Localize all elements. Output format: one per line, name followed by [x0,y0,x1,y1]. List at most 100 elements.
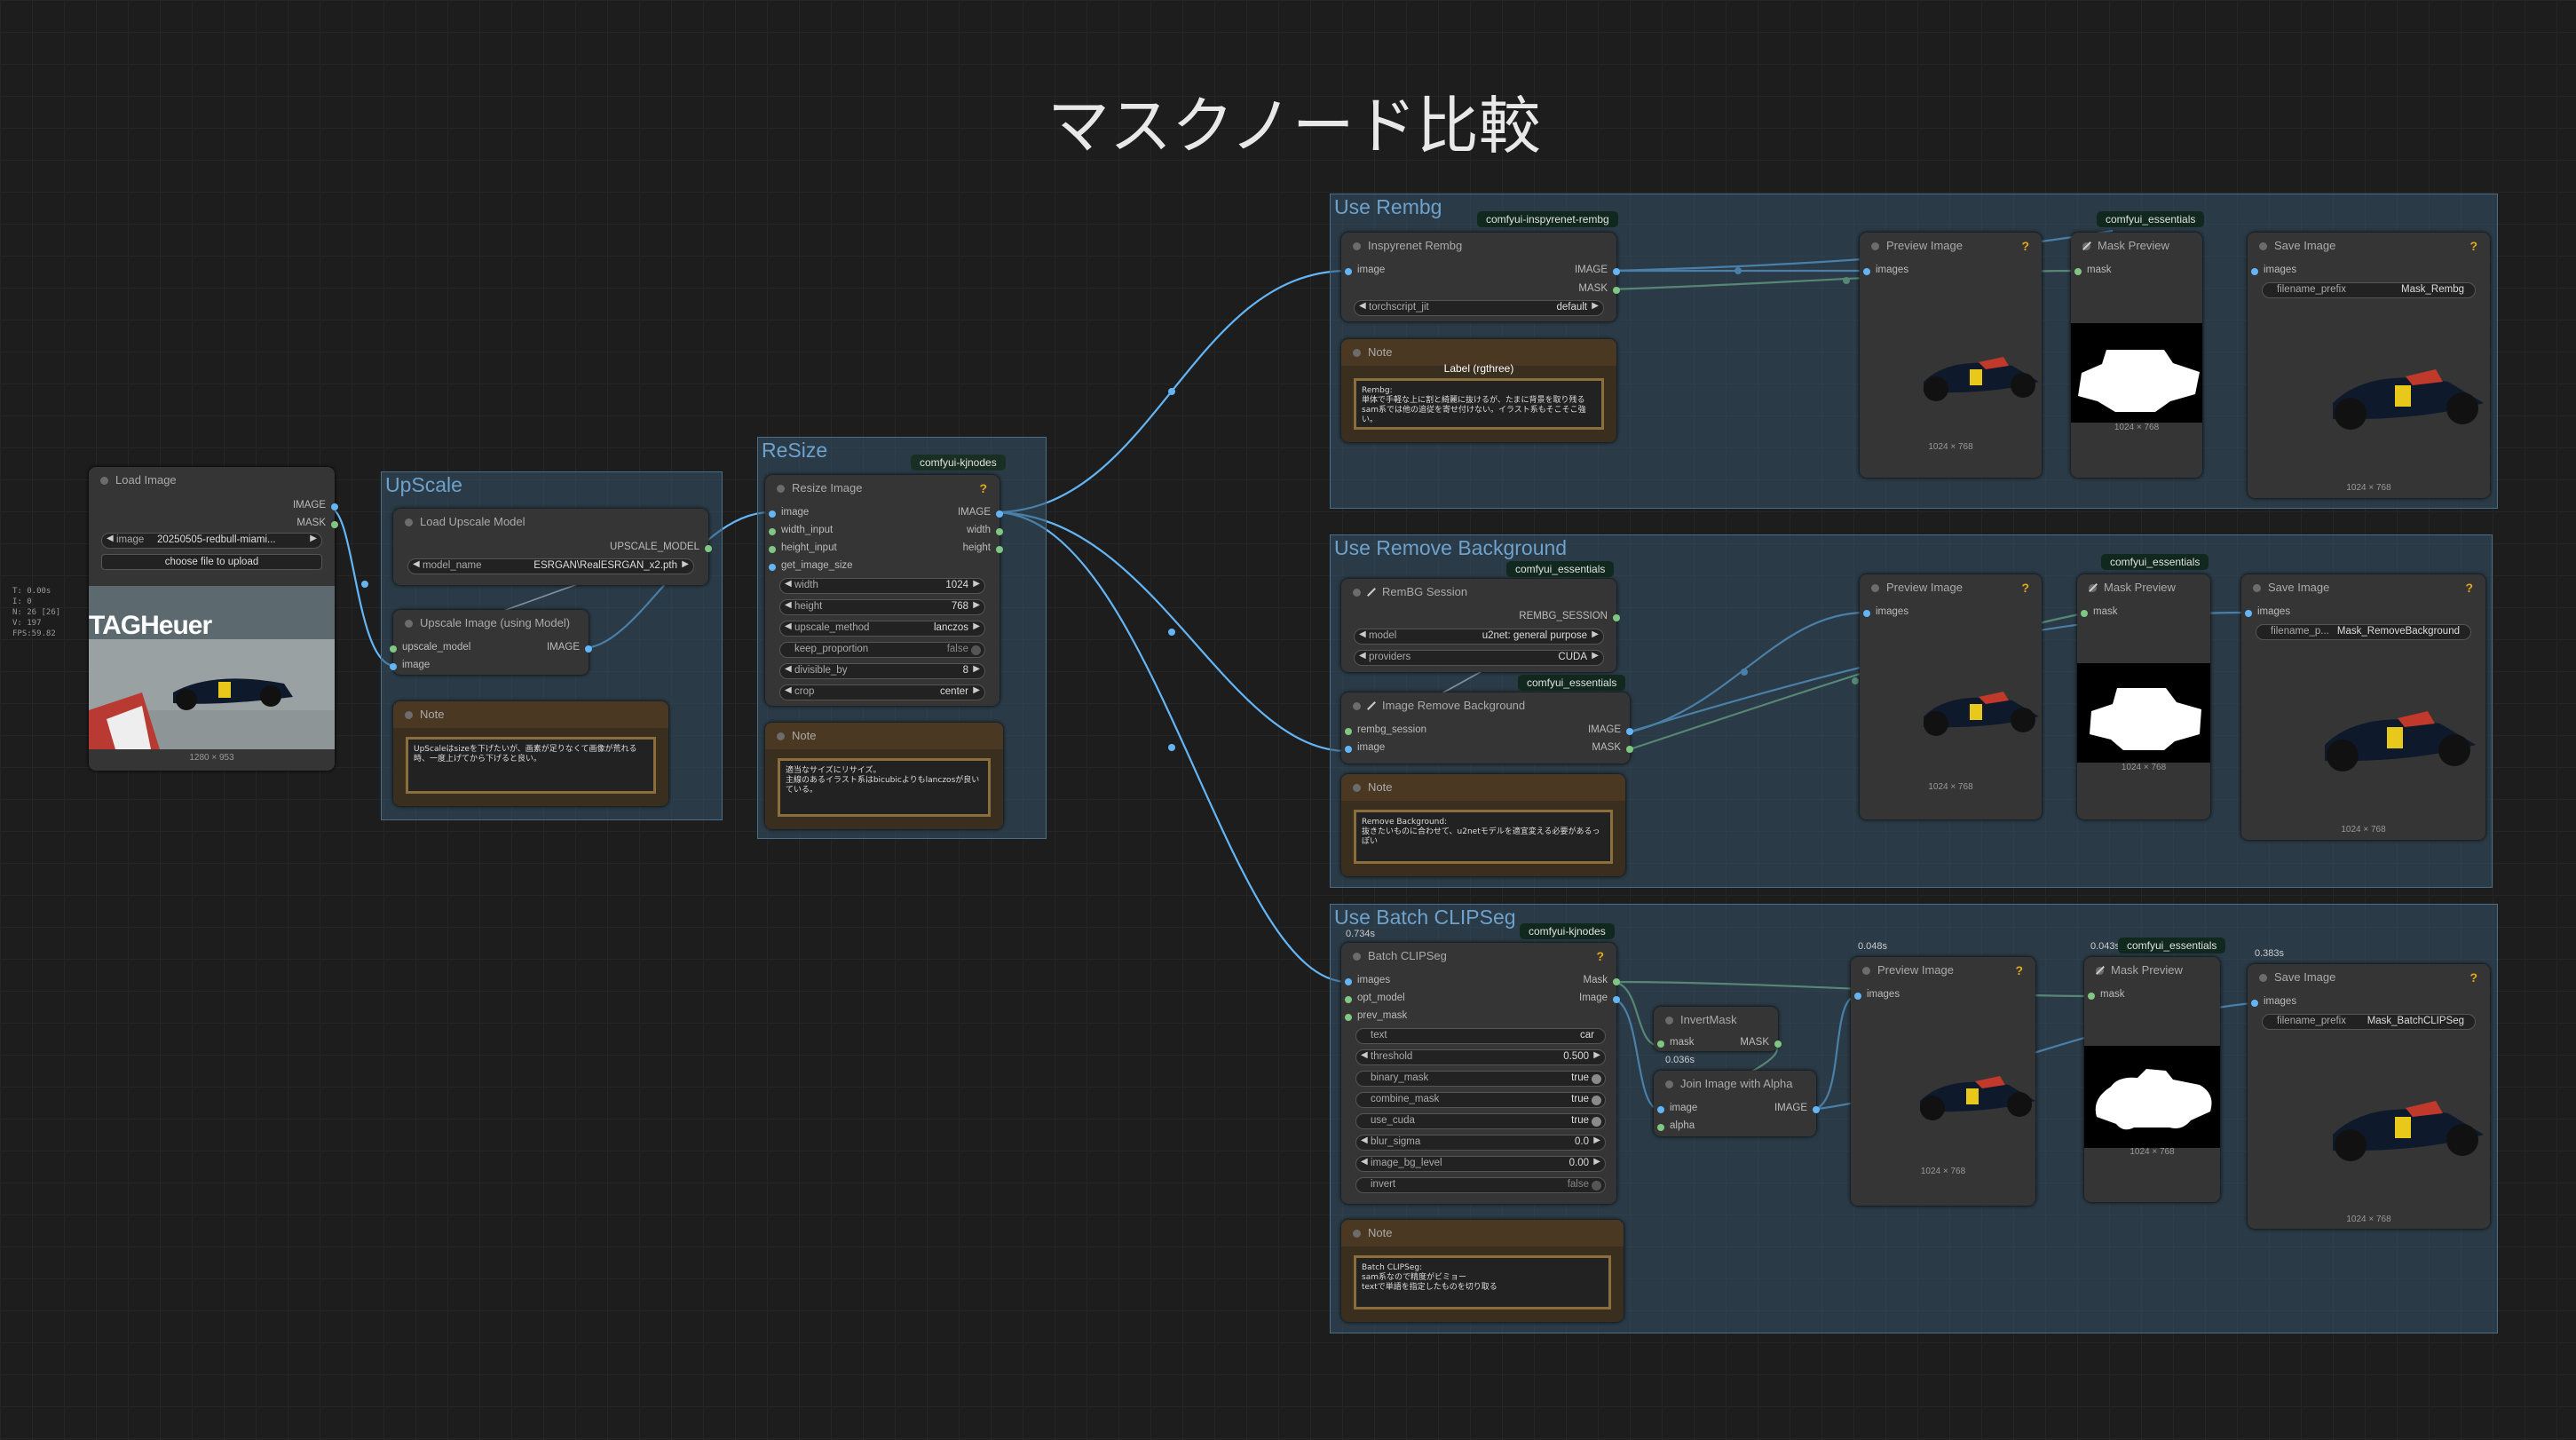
group-title[interactable]: Use Batch CLIPSeg [1334,906,1516,929]
upload-button[interactable]: choose file to upload [101,554,322,570]
node-title[interactable]: Join Image with Alpha [1654,1071,1816,1097]
input-mask[interactable]: mask [2081,606,2117,617]
input-image[interactable]: image [769,507,809,518]
node-title[interactable]: InvertMask [1654,1007,1778,1033]
input-opt-model[interactable]: opt_model [1345,993,1405,1003]
help-icon[interactable]: ? [2021,581,2029,595]
model-name-combo[interactable]: ◀ model_name ESRGAN\RealESRGAN_x2.pth ▶ [407,558,694,574]
output-mask[interactable]: Mask [1584,975,1621,985]
node-inspyrenet-rembg[interactable]: Inspyrenet Rembg image IMAGE MASK ◀torch… [1341,233,1621,321]
node-resize-image[interactable]: Resize Image ? image width_input height_… [765,475,1004,706]
help-icon[interactable]: ? [2469,239,2477,253]
input-upscale-model[interactable]: upscale_model [390,642,470,653]
toggle-knob-icon[interactable] [1592,1117,1601,1127]
note-textarea[interactable]: 適当なサイズにリサイズ。 主線のあるイラスト系はbicubicよりもlanczo… [778,758,991,817]
input-images[interactable]: images [1345,975,1390,985]
input-height[interactable]: height_input [769,542,837,553]
output-image[interactable]: IMAGE [547,642,593,653]
node-mask-preview-rembg[interactable]: Mask Preview mask 1024 × 768 [2071,233,2202,478]
help-icon[interactable]: ? [979,481,987,495]
node-title[interactable]: Inspyrenet Rembg [1341,233,1616,259]
node-preview-removebg[interactable]: Preview Image ? images 1024 × 768 [1860,574,2042,819]
output-mask[interactable]: MASK [1740,1037,1782,1048]
output-image[interactable]: IMAGE [293,500,339,510]
arrow-right-icon[interactable]: ▶ [1592,629,1599,639]
arrow-right-icon[interactable]: ▶ [1592,301,1599,311]
node-title[interactable]: Save Image [2248,233,2490,259]
input-image[interactable]: image [1345,265,1385,275]
node-mask-preview-removebg[interactable]: Mask Preview mask 1024 × 768 [2077,574,2210,819]
input-get-image-size[interactable]: get_image_size [769,560,853,571]
arrow-right-icon[interactable]: ▶ [1593,1050,1600,1060]
arrow-left-icon[interactable]: ◀ [785,579,792,589]
node-upscale-image[interactable]: Upscale Image (using Model) upscale_mode… [390,610,593,675]
output-image[interactable]: Image [1579,993,1620,1003]
input-images[interactable]: images [2251,996,2296,1007]
group-title[interactable]: Use Remove Background [1334,536,1568,559]
toggle-knob-icon[interactable] [1592,1096,1601,1105]
node-title[interactable]: Note [393,701,668,728]
node-title[interactable]: Mask Preview [2077,574,2210,601]
node-title[interactable]: Note [1341,1220,1624,1246]
node-title[interactable]: Image Remove Background [1341,692,1630,719]
input-alpha[interactable]: alpha [1657,1120,1695,1131]
output-rembg-session[interactable]: REMBG_SESSION [1519,611,1620,621]
node-note-rembg[interactable]: Note Label (rgthree) Rembg: 単体で手軽な上に割と綺麗… [1341,339,1616,442]
input-mask[interactable]: mask [1657,1037,1694,1048]
arrow-right-icon[interactable]: ▶ [1593,1157,1600,1167]
group-title[interactable]: Use Rembg [1334,195,1442,218]
node-mask-preview-clipseg[interactable]: Mask Preview mask 1024 × 768 [2084,957,2220,1202]
output-image[interactable]: IMAGE [1774,1103,1821,1113]
arrow-left-icon[interactable]: ◀ [1359,651,1366,661]
node-load-upscale-model[interactable]: Load Upscale Model UPSCALE_MODEL ◀ model… [393,509,712,585]
node-title[interactable]: Load Image [89,467,335,494]
arrow-right-icon[interactable]: ▶ [1592,651,1599,661]
input-prev-mask[interactable]: prev_mask [1345,1010,1407,1021]
output-height[interactable]: height [963,542,1004,553]
node-batch-clipseg[interactable]: Batch CLIPSeg ? images opt_model prev_ma… [1341,943,1621,1204]
node-save-removebg[interactable]: Save Image ? images filename_p...Mask_Re… [2241,574,2485,840]
group-title[interactable]: UpScale [385,473,462,496]
node-title[interactable]: Mask Preview [2071,233,2202,259]
output-upscale-model[interactable]: UPSCALE_MODEL [610,542,712,552]
arrow-right-icon[interactable]: ▶ [973,600,980,610]
image-combo[interactable]: ◀ image 20250505-redbull-miami... ▶ [101,533,322,549]
arrow-right-icon[interactable]: ▶ [310,534,317,543]
output-image[interactable]: IMAGE [958,507,1004,518]
arrow-left-icon[interactable]: ◀ [1359,629,1366,639]
toggle-knob-icon[interactable] [1592,1074,1601,1084]
arrow-right-icon[interactable]: ▶ [682,559,689,569]
input-image[interactable]: image [390,660,430,670]
node-title[interactable]: Note [1341,774,1625,801]
node-note-clipseg[interactable]: Note Batch CLIPSeg: sam系なので精度がビミョー textで… [1341,1220,1624,1322]
arrow-left-icon[interactable]: ◀ [785,600,792,610]
output-mask[interactable]: MASK [1592,742,1633,753]
note-textarea[interactable]: Rembg: 単体で手軽な上に割と綺麗に抜けるが、たまに背景を取り残るsam系で… [1354,378,1604,430]
output-mask[interactable]: MASK [1578,283,1620,294]
node-title[interactable]: Save Image [2241,574,2485,601]
arrow-left-icon[interactable]: ◀ [785,621,792,631]
arrow-left-icon[interactable]: ◀ [107,534,114,543]
output-width[interactable]: width [967,525,1003,535]
toggle-knob-icon[interactable] [971,645,981,655]
node-image-remove-background[interactable]: Image Remove Background rembg_session im… [1341,692,1634,764]
input-mask[interactable]: mask [2088,989,2124,1000]
node-note-upscale[interactable]: Note UpScaleはsizeを下げたいが、画素が足りなくて画像が荒れる時、… [393,701,668,806]
